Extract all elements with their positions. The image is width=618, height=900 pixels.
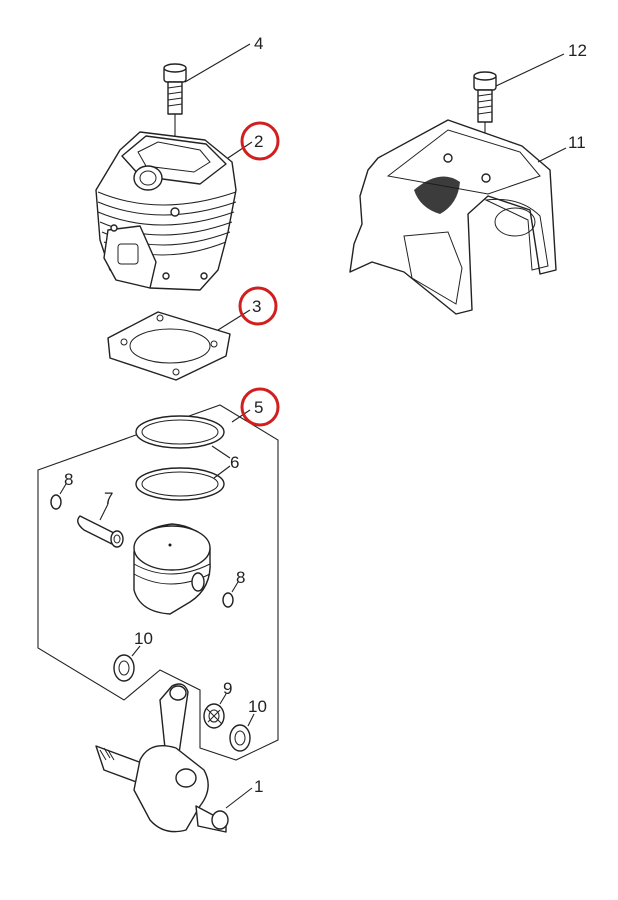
bolt-4 bbox=[163, 63, 187, 115]
highlight-circle-3 bbox=[238, 286, 278, 326]
seal-10-right bbox=[229, 724, 251, 752]
callout-label-1: 1 bbox=[254, 777, 263, 796]
piston-pin-7 bbox=[77, 515, 124, 548]
callout-label-6: 6 bbox=[230, 453, 239, 472]
needle-bearing-9 bbox=[203, 703, 225, 729]
callout-label-8-left: 8 bbox=[64, 470, 73, 489]
callout-label-10-right: 10 bbox=[248, 697, 267, 716]
circlip-8-right bbox=[222, 592, 234, 608]
cylinder-2 bbox=[95, 131, 237, 291]
callout-label-2: 2 bbox=[254, 132, 263, 151]
seal-10-left bbox=[113, 654, 135, 682]
callout-label-5: 5 bbox=[254, 398, 263, 417]
callout-label-7: 7 bbox=[104, 489, 113, 508]
circlip-8-left bbox=[50, 494, 62, 510]
callout-label-11: 11 bbox=[568, 133, 586, 152]
callout-label-12: 12 bbox=[568, 41, 587, 60]
callout-label-10-left: 10 bbox=[134, 629, 153, 648]
callout-label-3: 3 bbox=[252, 297, 261, 316]
bolt-12 bbox=[473, 71, 497, 123]
callout-label-8-right: 8 bbox=[236, 568, 245, 587]
crankshaft-1 bbox=[95, 683, 229, 833]
piston bbox=[133, 523, 211, 615]
gasket-3 bbox=[107, 311, 231, 381]
highlight-circle-5 bbox=[240, 387, 280, 427]
callout-label-9: 9 bbox=[223, 679, 232, 698]
cylinder-cover-11 bbox=[349, 119, 557, 315]
callout-label-4: 4 bbox=[254, 34, 263, 53]
piston-rings-6 bbox=[135, 415, 225, 501]
highlight-circle-2 bbox=[240, 121, 280, 161]
piston-kit-frame-5 bbox=[37, 404, 279, 761]
